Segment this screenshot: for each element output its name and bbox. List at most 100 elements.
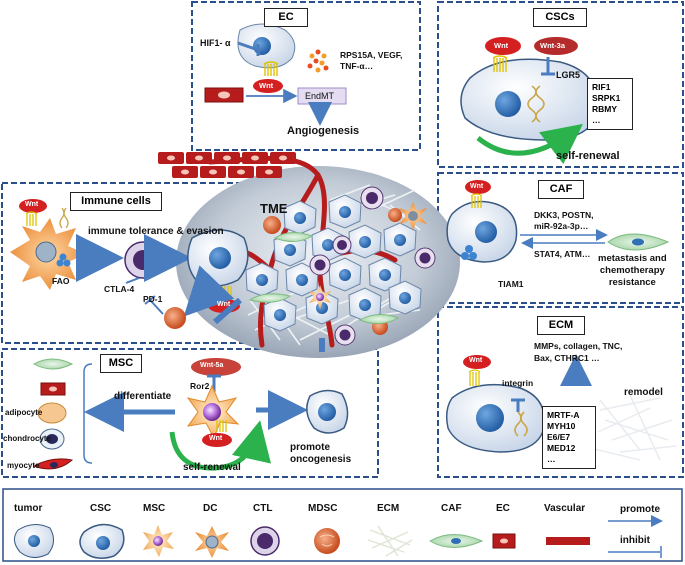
immune-mdsc-cell (164, 307, 186, 329)
ec-title: EC (264, 8, 308, 27)
immune-fao-label: FAO (52, 276, 70, 286)
msc-cell-type-myocyte: myocyte (7, 461, 40, 470)
caf-wnt-label: Wnt (470, 183, 484, 190)
cscs-panel (437, 1, 684, 168)
tme-label: TME (260, 201, 288, 216)
ecm-cell (445, 383, 546, 453)
caf-factors-mid: STAT4, ATM… (534, 249, 591, 259)
ecm-gene: MED12 (547, 443, 576, 453)
msc-differentiate-label: differentiate (114, 391, 172, 402)
legend-label-ecm: ECM (377, 503, 400, 514)
legend-icon-vascular (546, 537, 590, 545)
ecm-fibers (589, 394, 677, 461)
ecm-dna-icon (514, 411, 528, 437)
ecm-components: MMPs, collagen, TNC, Bax, CTHRC1 … (534, 341, 623, 363)
msc-wnt-pill (202, 433, 232, 447)
msc-differentiated-cells (32, 358, 74, 470)
msc-renewal-label: self-renewal (183, 462, 241, 473)
immune-subtitle: immune tolerance & evasion (88, 226, 224, 237)
msc-cell-type-adipocyte: adipocyte (5, 408, 43, 417)
legend-icon-csc (79, 523, 125, 559)
ec-receptor-icon (263, 61, 279, 76)
msc-wnt5a-label: Wnt-5a (200, 362, 224, 369)
legend-icon-ctl (250, 526, 280, 556)
immune-receptor-icon (25, 211, 38, 226)
msc-title: MSC (100, 354, 142, 373)
ec-outcome-label: Angiogenesis (287, 125, 360, 137)
immune-fao-dots (56, 253, 71, 267)
msc-wnt5a-pill (191, 358, 241, 376)
msc-bracket (83, 363, 93, 464)
legend-icon-mdsc (314, 528, 340, 554)
cscs-gene: SRPK1 (592, 93, 621, 103)
tme-to-immune-arrow (213, 297, 242, 325)
legend-label-msc: MSC (143, 503, 166, 514)
ec-panel (191, 1, 421, 151)
ec-wnt-label: Wnt (259, 81, 274, 90)
legend-label-ec: EC (496, 503, 510, 514)
cscs-title: CSCs (533, 8, 587, 27)
caf-title: CAF (538, 180, 584, 199)
legend-label-inhibit: inhibit (620, 535, 650, 546)
tme-caf-cells (248, 232, 400, 324)
ecm-title: ECM (537, 316, 585, 335)
ec-endmt-label: EndMT (305, 91, 335, 101)
legend-label-caf: CAF (441, 503, 462, 514)
caf-receptor-icon (470, 193, 483, 208)
ecm-receptor-icon (468, 369, 481, 386)
immune-tumor-wnt-label: Wnt (217, 301, 231, 308)
cscs-wnt-pill (485, 37, 521, 55)
cscs-wnt-label: Wnt (494, 41, 509, 50)
caf-tiam1-label: TIAM1 (498, 279, 524, 289)
cscs-renewal-arrow (476, 123, 583, 165)
ecm-wnt-pill (463, 355, 491, 369)
immune-wnt-label: Wnt (25, 201, 39, 208)
caf-outcome-label: metastasis and chemotherapy resistance (598, 253, 667, 288)
immune-ctla4-inhibit (125, 277, 140, 284)
legend-label-ctl: CTL (253, 503, 273, 514)
msc-outcome-label: promote oncogenesis (290, 442, 352, 465)
legend-label-dc: DC (203, 503, 218, 514)
cscs-wnt3a-pill (534, 37, 578, 55)
msc-tumor-cell (306, 389, 349, 434)
cscs-dna-icon (527, 85, 545, 123)
ecm-gene-list: MRTF-A MYH10 E6/E7 MED12 … (542, 406, 596, 469)
caf-tiam1-dots (461, 245, 477, 260)
legend-icon-dc (195, 526, 229, 558)
tme-dc-cell (399, 202, 427, 230)
ec-factor-dots (307, 49, 329, 73)
ecm-gene: MYH10 (547, 421, 576, 431)
immune-ctla4-label: CTLA-4 (104, 284, 135, 294)
immune-wnt-pill (19, 199, 47, 213)
cscs-receptor-icon (492, 55, 508, 72)
msc-cell-type-chondrocyte: chondrocyte (3, 434, 52, 443)
ec-hif-inhibit (237, 41, 259, 52)
legend-label-csc: CSC (90, 503, 112, 514)
cscs-gene-list: RIF1 SRPK1 RBMY … (587, 78, 633, 130)
immune-ctl-cell (124, 241, 162, 279)
ecm-gene: E6/E7 (547, 432, 571, 442)
legend-label-promote: promote (620, 504, 660, 515)
caf-wnt-pill (465, 180, 491, 194)
legend-icons (14, 515, 663, 559)
ecm-wnt-label: Wnt (469, 357, 483, 364)
caf-cell (446, 200, 518, 263)
tme-ctl-cells (309, 186, 436, 346)
immune-dc-cell (10, 218, 86, 290)
ecm-receptor-label: integrin (502, 378, 534, 388)
legend-icon-caf (429, 534, 484, 548)
msc-cell (186, 384, 240, 440)
legend-icon-msc (143, 525, 174, 557)
immune-tumor-cell (187, 229, 249, 287)
legend-label-tumor: tumor (14, 503, 43, 514)
cscs-wnt3a-label: Wnt-3a (540, 41, 565, 50)
ec-wnt-pill (253, 79, 283, 93)
msc-renewal-arrow (169, 420, 272, 471)
legend-icon-tumor (14, 524, 54, 558)
ec-hif-label: HIF1- α (200, 38, 231, 48)
cscs-receptor-label: LGR5 (556, 70, 581, 80)
msc-wnt-label: Wnt (209, 435, 223, 442)
caf-factors-top: DKK3, POSTN, miR-92a-3p… (534, 210, 594, 231)
cscs-gene: RIF1 (592, 82, 611, 92)
